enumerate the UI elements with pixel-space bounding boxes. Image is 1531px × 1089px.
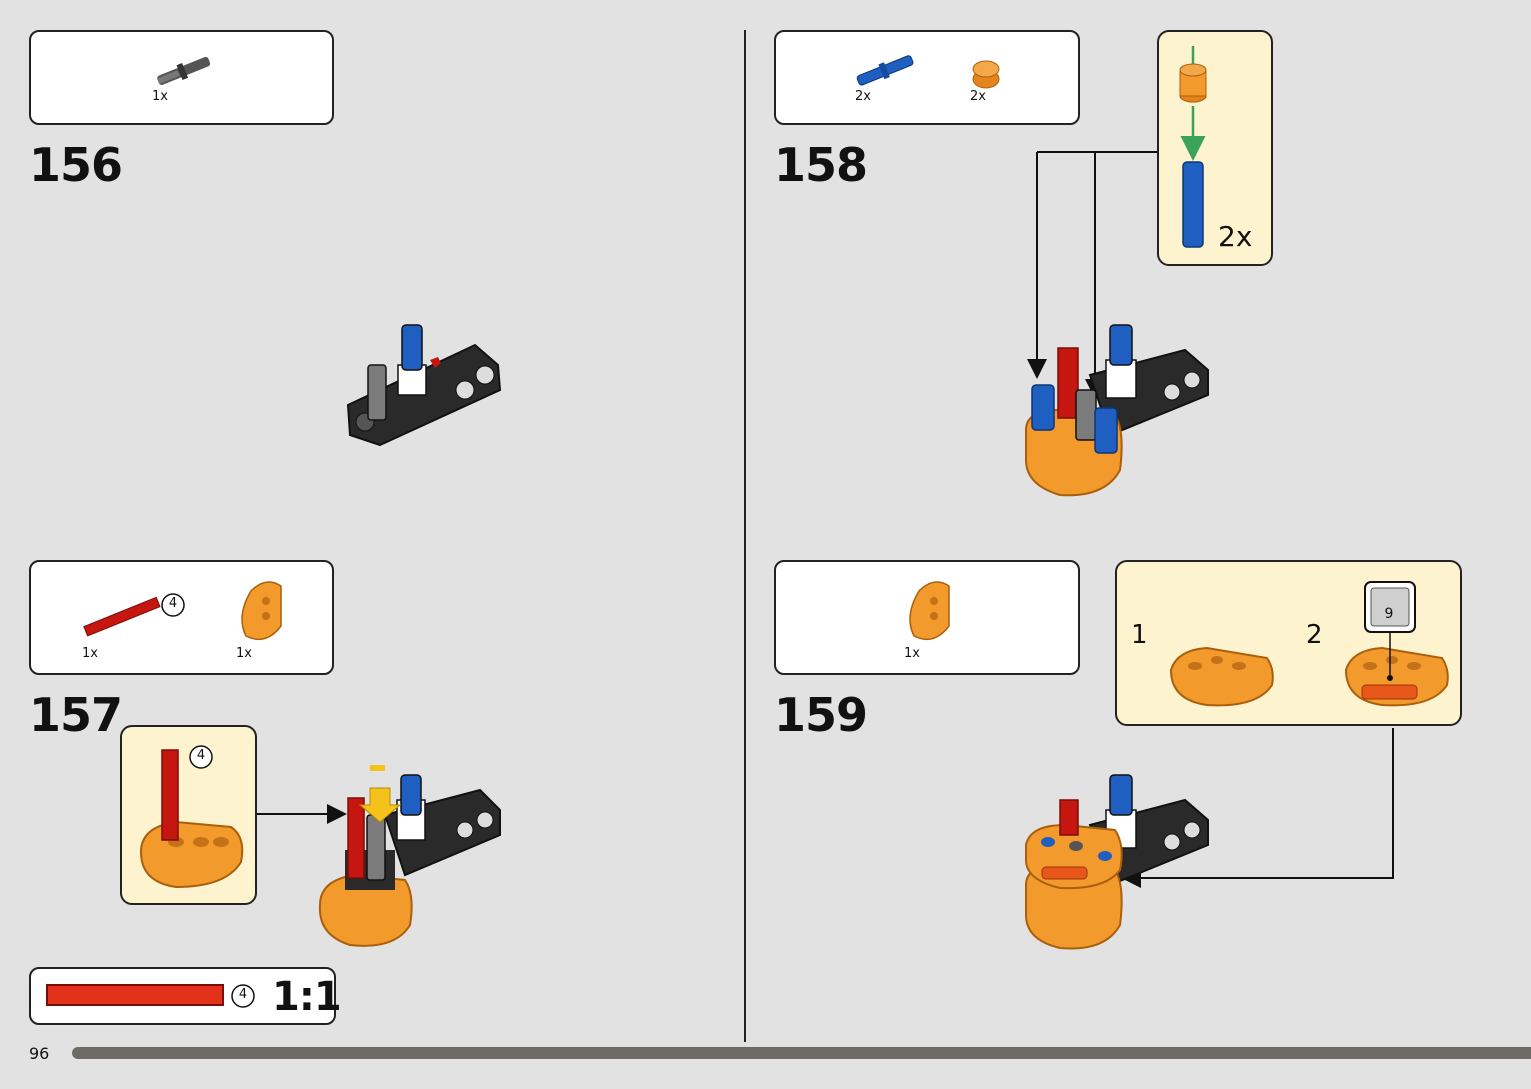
black-axle-pin-icon (157, 56, 211, 85)
parts-list-157 (29, 560, 334, 675)
callout-157 (120, 725, 257, 905)
axle-length-label: 4 (168, 596, 178, 611)
step-number-157: 157 (29, 688, 123, 742)
scale-ratio: 1:1 (272, 974, 342, 1020)
sub-step-2: 2 (1306, 620, 1323, 650)
orange-liftarm-icon (241, 581, 282, 641)
model-157 (318, 765, 501, 947)
step-number-159: 159 (774, 688, 868, 742)
liftarm-before-sticker (1169, 646, 1274, 707)
callout-multiplier: 2x (1218, 220, 1253, 253)
orange-liftarm-icon (909, 581, 950, 641)
callout-159 (1115, 560, 1462, 726)
model-158 (1025, 324, 1209, 497)
parts-list-156 (29, 30, 334, 125)
scale-ruler (29, 967, 336, 1025)
axle-length-badge (161, 593, 185, 617)
red-axle-icon (83, 596, 161, 637)
placement-lines-158 (1027, 151, 1158, 399)
progress-bar (72, 1047, 1531, 1059)
part-qty: 1x (152, 89, 168, 104)
part-qty: 1x (904, 646, 920, 661)
axle-length-label: 4 (238, 987, 248, 1002)
callout-158 (1157, 30, 1273, 266)
sub-step-1: 1 (1131, 620, 1148, 650)
model-159 (1025, 774, 1209, 950)
sub-assembly-157 (139, 749, 244, 889)
part-qty: 2x (970, 89, 986, 104)
axle-length-label: 4 (196, 748, 206, 763)
sticker-number: 9 (1384, 606, 1394, 622)
part-qty: 1x (82, 646, 98, 661)
page-number: 96 (29, 1044, 50, 1063)
axle-ruler (46, 984, 224, 1006)
part-qty: 1x (236, 646, 252, 661)
sticker-callout (1364, 581, 1416, 681)
blue-pin-icon (856, 55, 914, 86)
step-number-158: 158 (774, 138, 868, 192)
parts-list-158 (774, 30, 1080, 125)
model-156 (346, 324, 502, 447)
orange-bush-icon (972, 60, 1000, 89)
axle-length-badge (231, 984, 255, 1008)
sub-assembly-158 (1179, 46, 1207, 248)
liftarm-with-sticker (1344, 646, 1449, 707)
assembly-arrow (257, 804, 347, 824)
step-number-156: 156 (29, 138, 123, 192)
parts-list-159 (774, 560, 1080, 675)
page-divider (744, 30, 746, 1042)
part-qty: 2x (855, 89, 871, 104)
placement-line-159 (1121, 728, 1394, 888)
axle-length-badge (189, 745, 213, 769)
